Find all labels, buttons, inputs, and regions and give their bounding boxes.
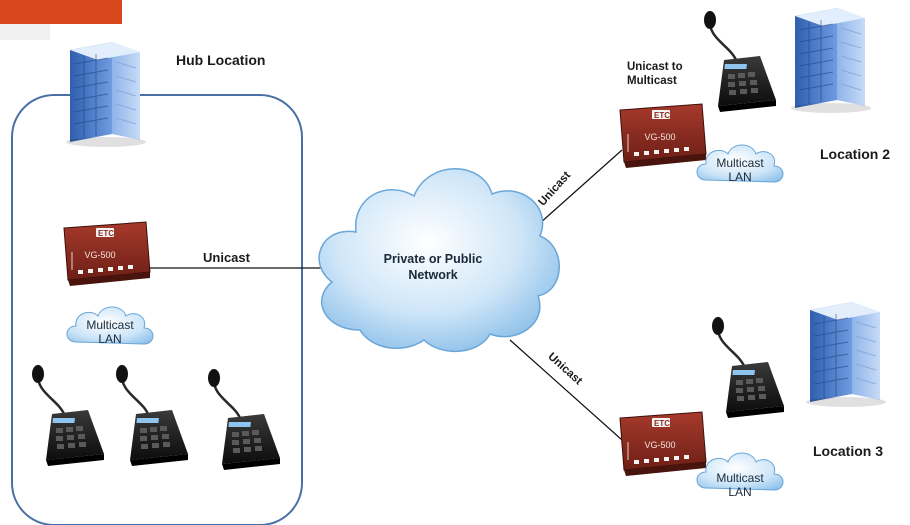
network-to-location3-line xyxy=(509,339,623,441)
location2-paging-station xyxy=(702,9,778,114)
hub-paging-station-1 xyxy=(30,363,106,468)
location2-title: Location 2 xyxy=(820,146,891,162)
hub-building-icon xyxy=(65,41,147,148)
hub-device-model: VG-500 xyxy=(84,250,115,260)
hub-lan-label: Multicast LAN xyxy=(66,318,154,346)
location2-note-line2: Multicast xyxy=(627,75,677,87)
hub-paging-station-2 xyxy=(114,363,190,468)
location2-lan-line1: Multicast xyxy=(716,156,764,170)
network-cloud xyxy=(318,168,560,352)
location3-lan-line2: LAN xyxy=(728,485,752,499)
location2-lan-line2: LAN xyxy=(728,170,752,184)
location2-device-model: VG-500 xyxy=(644,132,675,142)
location3-title: Location 3 xyxy=(813,443,884,459)
hub-paging-station-3 xyxy=(206,367,282,472)
hub-link-label: Unicast xyxy=(203,250,250,265)
network-label-line1: Private or Public xyxy=(383,252,483,266)
hub-lan-line1: Multicast xyxy=(86,318,134,332)
network-label: Private or Public Network xyxy=(368,251,498,283)
location3-building-icon xyxy=(805,301,887,408)
location2-lan-label: Multicast LAN xyxy=(696,156,784,184)
location2-building-icon xyxy=(790,7,872,114)
location3-paging-station xyxy=(710,315,786,420)
hub-location-title: Hub Location xyxy=(176,52,266,68)
location2-note: Unicast to Multicast xyxy=(627,60,683,88)
location3-device-model: VG-500 xyxy=(644,440,675,450)
location3-lan-label: Multicast LAN xyxy=(696,471,784,499)
location2-note-line1: Unicast to xyxy=(627,61,683,73)
network-label-line2: Network xyxy=(408,268,458,282)
hub-lan-line2: LAN xyxy=(98,332,122,346)
hub-location-boundary xyxy=(11,94,303,525)
network-to-location2-line xyxy=(529,149,623,233)
corner-banner xyxy=(0,0,122,40)
location3-lan-line1: Multicast xyxy=(716,471,764,485)
